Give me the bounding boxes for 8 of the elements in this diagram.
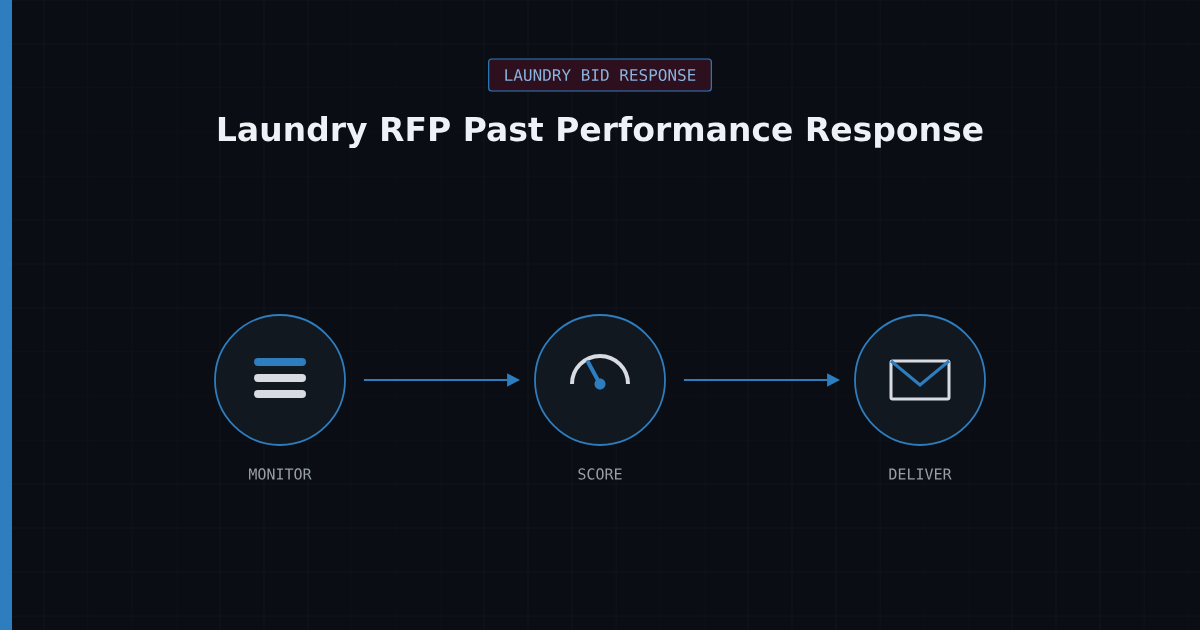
step-label: DELIVER [889,468,952,480]
step-label: SCORE [578,468,622,480]
step-circle [214,314,346,446]
title: Laundry RFP Past Performance Response [218,115,983,149]
step-circle [854,314,986,446]
tag-box: LAUNDRY BID RESPONSE [488,58,712,92]
step-label: MONITOR [249,468,312,480]
step-circle [534,314,666,446]
